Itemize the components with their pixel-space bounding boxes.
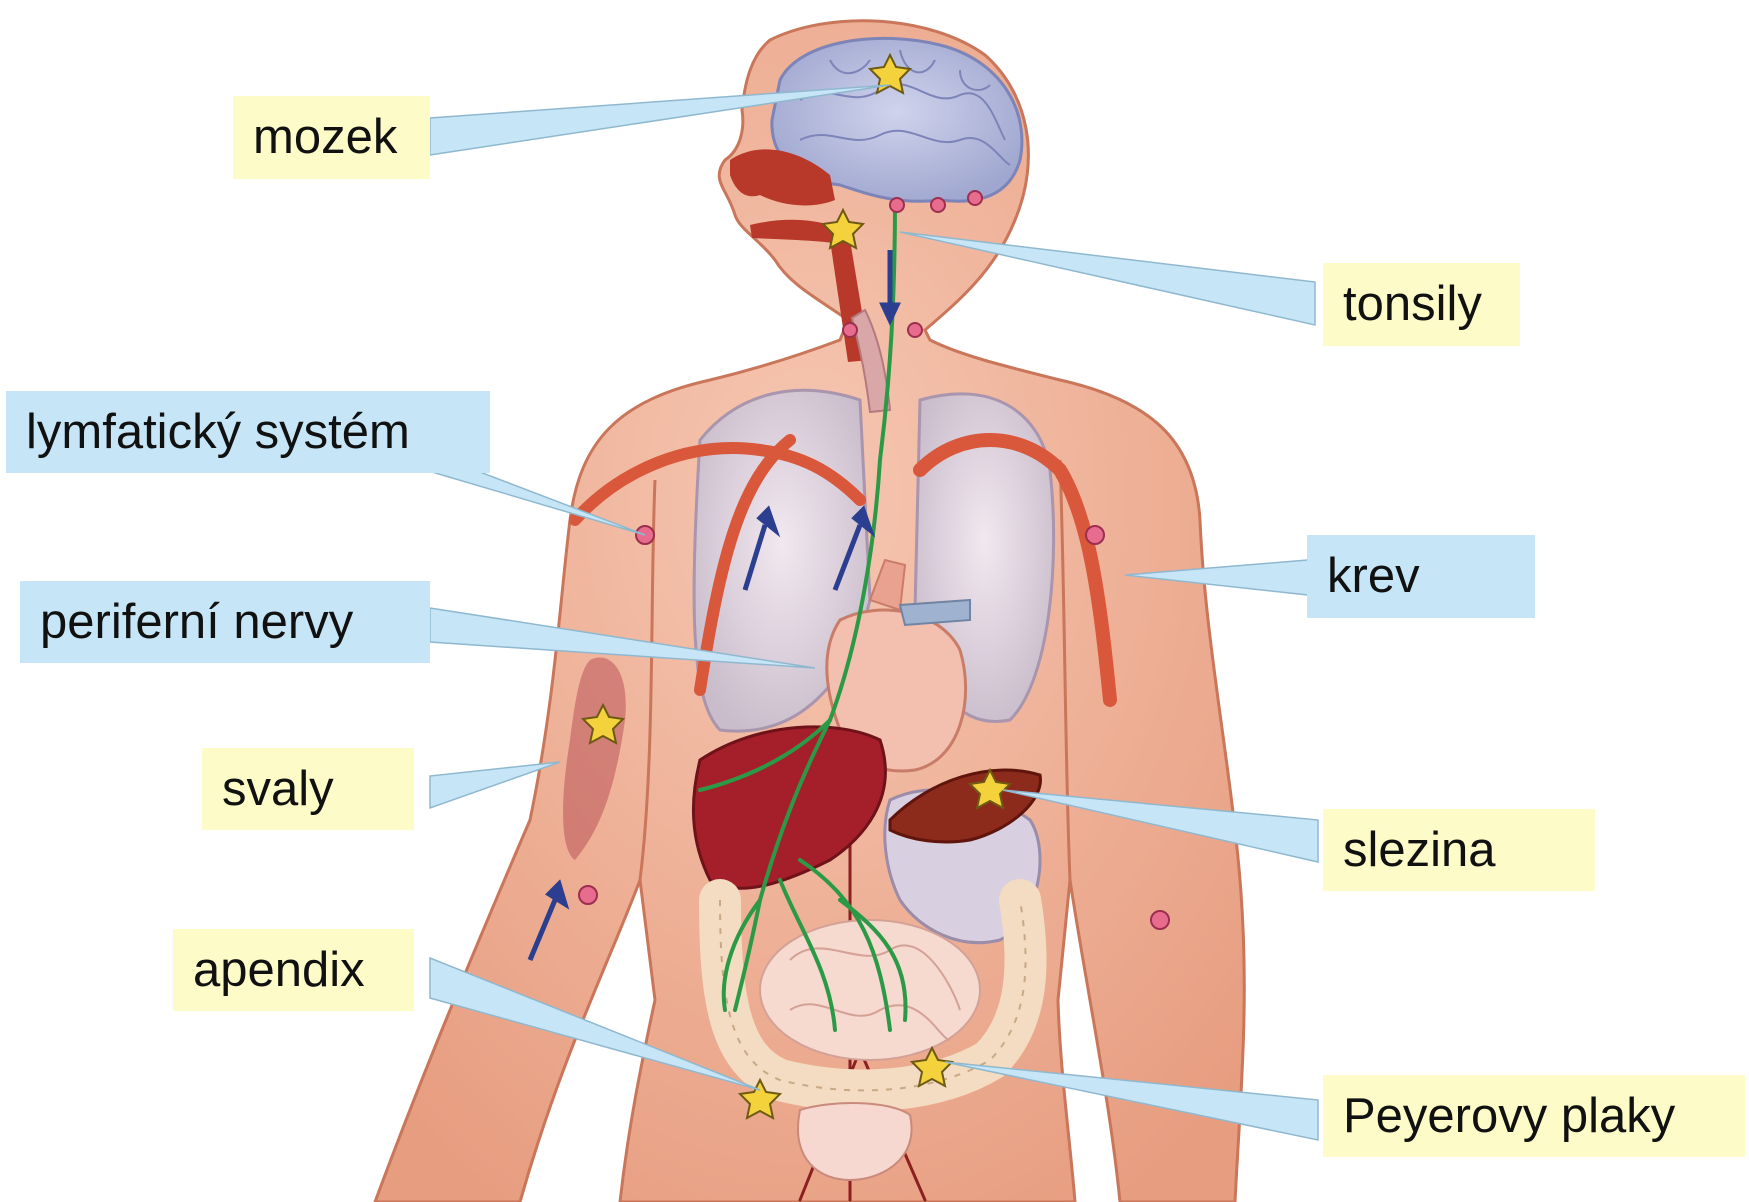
label-brain: mozek bbox=[233, 96, 430, 179]
label-tonsils: tonsily bbox=[1323, 263, 1520, 346]
label-appendix: apendix bbox=[173, 929, 414, 1011]
label-peripheral-nerves: periferní nervy bbox=[20, 581, 430, 663]
label-blood: krev bbox=[1307, 535, 1535, 618]
label-peyer-patches: Peyerovy plaky bbox=[1323, 1075, 1745, 1157]
label-muscles: svaly bbox=[202, 748, 414, 830]
label-lymphatic-system: lymfatický systém bbox=[6, 391, 490, 473]
label-spleen: slezina bbox=[1323, 809, 1595, 891]
